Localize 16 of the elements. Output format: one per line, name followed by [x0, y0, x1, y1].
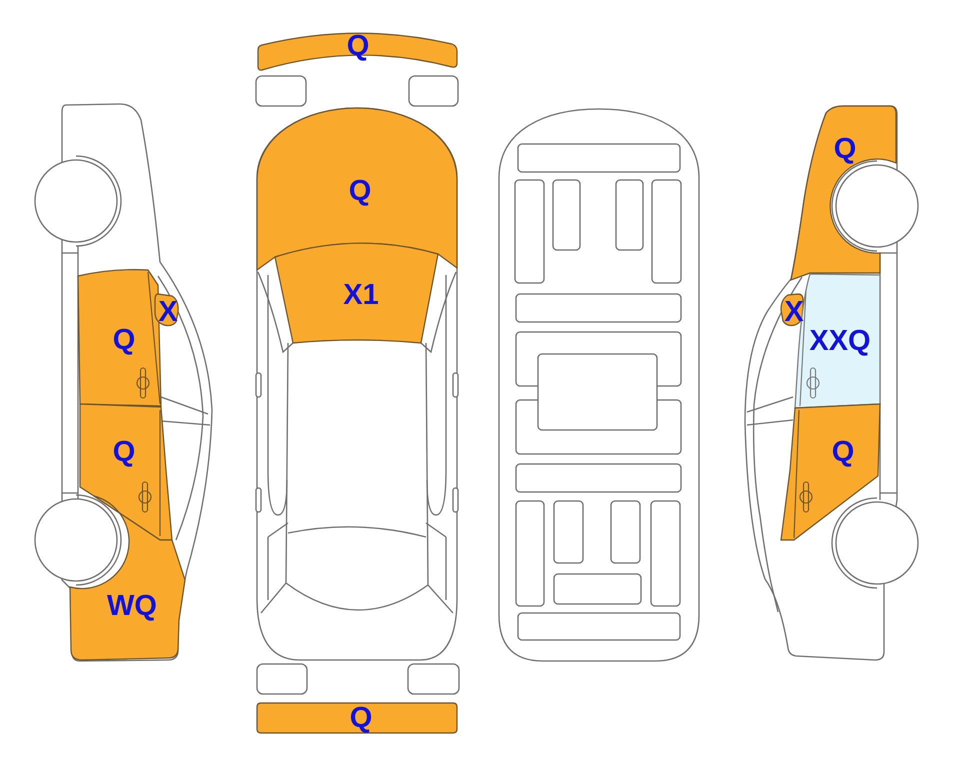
damage-code: Q [346, 32, 370, 60]
quarter-panel [69, 494, 187, 662]
damage-code: Q [832, 438, 854, 466]
damage-code: Q [834, 135, 856, 163]
damage-code: Q [112, 326, 136, 354]
bumper-panel [256, 702, 458, 734]
damage-code: X [158, 298, 178, 326]
door-panel [79, 403, 174, 542]
damage-code: X [784, 298, 804, 326]
damage-code: Q [112, 438, 136, 466]
fender-panel [789, 104, 898, 282]
damage-code: XXQ [809, 327, 871, 355]
bumper-panel [256, 31, 459, 72]
damage-code: Q [350, 704, 372, 732]
damage-code: WQ [107, 592, 157, 620]
door-panel [779, 403, 882, 542]
